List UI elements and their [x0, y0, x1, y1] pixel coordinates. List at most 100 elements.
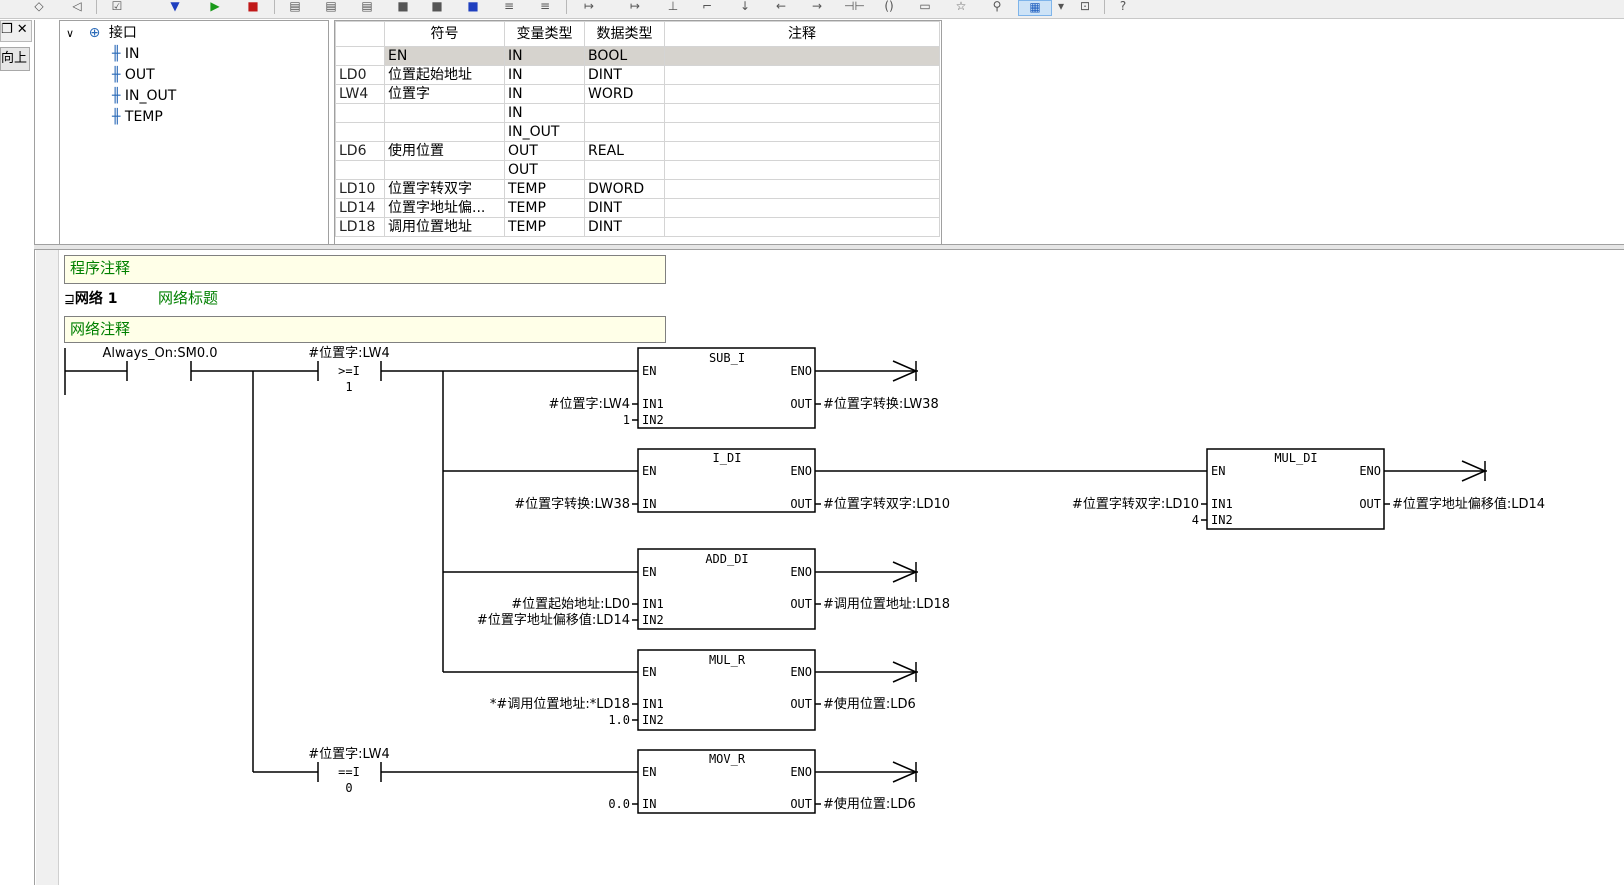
- chevron-down-icon[interactable]: ▾: [1057, 0, 1065, 13]
- data-type-cell[interactable]: DINT: [584, 65, 665, 85]
- right-line-icon[interactable]: →: [811, 0, 823, 13]
- compare-value[interactable]: 1: [345, 380, 352, 394]
- tree-item-in[interactable]: ╫ IN: [112, 44, 140, 64]
- box-icon[interactable]: ▭: [919, 0, 931, 13]
- insert-network-icon[interactable]: ↦: [583, 0, 595, 13]
- undo-icon[interactable]: ◁: [72, 0, 82, 13]
- network-comment[interactable]: 网络注释: [64, 316, 666, 343]
- left-line-icon[interactable]: ←: [775, 0, 787, 13]
- data-type-column-header[interactable]: 数据类型: [584, 21, 665, 47]
- mul-r-in1-operand[interactable]: *#调用位置地址:*LD18: [490, 697, 630, 712]
- stop-icon[interactable]: ■: [247, 0, 259, 13]
- find-icon[interactable]: ⚲: [992, 0, 1002, 13]
- data-type-cell[interactable]: WORD: [584, 84, 665, 104]
- lock-icon[interactable]: ■: [397, 0, 409, 13]
- download-icon[interactable]: ▼: [170, 0, 180, 13]
- data-type-cell[interactable]: DINT: [584, 217, 665, 237]
- toggle-comment-icon[interactable]: ⌐: [701, 0, 713, 13]
- dock-up-button[interactable]: 向上: [0, 47, 30, 71]
- pin-in1: IN1: [642, 697, 664, 711]
- back-icon[interactable]: ◇: [34, 0, 44, 13]
- mul-di-in1-operand[interactable]: #位置字转双字:LD10: [1072, 497, 1199, 512]
- symbol-column-header[interactable]: 符号: [384, 21, 505, 47]
- mov-r-box[interactable]: [637, 749, 816, 814]
- chevron-down-icon[interactable]: ∨: [66, 27, 75, 40]
- bookmark-icon[interactable]: ☆: [955, 0, 967, 13]
- sub-i-in2-operand[interactable]: 1: [623, 413, 630, 427]
- symbol-cell[interactable]: 调用位置地址: [384, 217, 505, 237]
- add-di-out-operand[interactable]: #调用位置地址:LD18: [823, 597, 950, 612]
- add-di-in2-operand[interactable]: #位置字地址偏移值:LD14: [477, 612, 630, 628]
- var-type-column-header[interactable]: 变量类型: [504, 21, 585, 47]
- add-di-in1-operand[interactable]: #位置起始地址:LD0: [511, 597, 630, 612]
- var-type-cell[interactable]: IN: [504, 46, 585, 66]
- mul-r-box[interactable]: [637, 649, 816, 731]
- chart-status-icon[interactable]: ▤: [325, 0, 337, 13]
- comment-cell[interactable]: [664, 217, 940, 237]
- tree-item-out[interactable]: ╫ OUT: [112, 65, 155, 85]
- toolbar-separator: [1104, 0, 1105, 14]
- compare-value[interactable]: 0: [345, 781, 352, 795]
- coil-icon[interactable]: (): [884, 0, 894, 13]
- pin-eno: ENO: [1359, 464, 1381, 478]
- tree-root-label: 接口: [108, 25, 137, 41]
- symbol-cell[interactable]: 位置字地址偏...: [384, 198, 505, 218]
- i-di-out-operand[interactable]: #位置字转双字:LD10: [823, 497, 950, 512]
- program-comment[interactable]: 程序注释: [64, 255, 666, 284]
- mul-di-in2-operand[interactable]: 4: [1192, 513, 1199, 527]
- mul-r-out-operand[interactable]: #使用位置:LD6: [823, 696, 916, 712]
- contact-icon[interactable]: ⊣⊢: [844, 0, 865, 13]
- unlock-icon[interactable]: ■: [431, 0, 443, 13]
- mov-r-out-operand[interactable]: #使用位置:LD6: [823, 796, 916, 812]
- dock-window-controls[interactable]: ❐ ✕: [0, 20, 32, 42]
- properties-icon[interactable]: ⊡: [1079, 0, 1091, 13]
- mul-r-in2-operand[interactable]: 1.0: [608, 713, 630, 727]
- view-table-icon[interactable]: ▦: [1018, 0, 1052, 16]
- mul-di-out-operand[interactable]: #位置字地址偏移值:LD14: [1392, 496, 1545, 512]
- i-di-in-operand[interactable]: #位置字转换:LW38: [514, 497, 630, 512]
- program-status-icon[interactable]: ▤: [289, 0, 301, 13]
- i-di-box[interactable]: [637, 448, 816, 513]
- insert-icon[interactable]: ≡: [503, 0, 515, 13]
- mul-di-box[interactable]: [1206, 448, 1385, 530]
- force-icon[interactable]: ■: [467, 0, 479, 13]
- delete-icon[interactable]: ≡: [539, 0, 551, 13]
- contact-operand[interactable]: Always_On:SM0.0: [102, 346, 217, 361]
- toolbar-separator: [274, 0, 275, 14]
- symbol-cell[interactable]: EN: [384, 46, 505, 66]
- pin-en: EN: [642, 364, 656, 378]
- toggle-poa-icon[interactable]: ⊥: [667, 0, 679, 13]
- compare-operand[interactable]: #位置字:LW4: [308, 346, 389, 361]
- collapse-icon[interactable]: ⊒: [64, 292, 75, 307]
- compare-operand[interactable]: #位置字:LW4: [308, 747, 389, 762]
- sub-i-box[interactable]: [637, 347, 816, 429]
- tree-item-in-out[interactable]: ╫ IN_OUT: [112, 86, 176, 106]
- tree-item-label: IN_OUT: [124, 88, 177, 104]
- toolbar-separator: [96, 0, 97, 14]
- add-di-box[interactable]: [637, 548, 816, 630]
- toolbar: ◇ ◁ ☑ ▼ ▶ ■ ▤ ▤ ▤ ■ ■ ■ ≡ ≡ ↦ ↦ ⊥ ⌐ ↓ ← …: [0, 0, 1624, 19]
- network-title[interactable]: 网络标题: [157, 289, 218, 307]
- symbol-cell[interactable]: 使用位置: [384, 141, 505, 161]
- delete-network-icon[interactable]: ↦: [629, 0, 641, 13]
- pause-trend-icon[interactable]: ▤: [361, 0, 373, 13]
- symbol-cell[interactable]: 位置字转双字: [384, 179, 505, 199]
- data-type-cell[interactable]: REAL: [584, 141, 665, 161]
- table-row[interactable]: OUT: [335, 160, 940, 180]
- help-icon[interactable]: ?: [1119, 0, 1127, 13]
- symbol-cell[interactable]: 位置起始地址: [384, 65, 505, 85]
- pane-splitter[interactable]: [34, 244, 1624, 250]
- tree-item-temp[interactable]: ╫ TEMP: [112, 107, 163, 127]
- var-type-cell[interactable]: OUT: [504, 141, 585, 161]
- sub-i-in1-operand[interactable]: #位置字:LW4: [549, 397, 630, 412]
- sub-i-out-operand[interactable]: #位置字转换:LW38: [823, 397, 939, 412]
- compile-icon[interactable]: ☑: [111, 0, 123, 13]
- run-icon[interactable]: ▶: [210, 0, 220, 13]
- pin-in1: IN1: [642, 597, 664, 611]
- tree-root[interactable]: ∨ ⊕ 接口: [66, 23, 137, 43]
- mov-r-in-operand[interactable]: 0.0: [608, 797, 630, 811]
- down-line-icon[interactable]: ↓: [739, 0, 751, 13]
